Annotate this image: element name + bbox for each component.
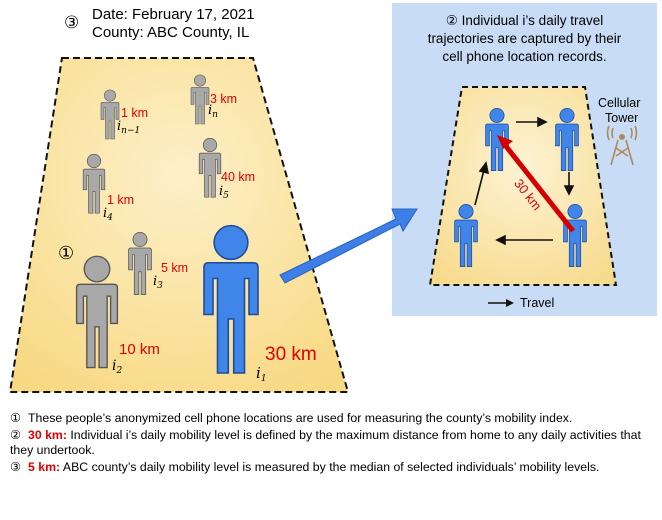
- header-marker: ③: [64, 13, 80, 33]
- subscript-i-4: i4: [103, 206, 113, 223]
- note-1: ① These people’s anonymized cell phone lo…: [10, 411, 655, 427]
- county-label: County: ABC County, IL: [92, 24, 250, 41]
- subscript-i-2: i2: [112, 358, 123, 376]
- note-3-marker: ③: [10, 459, 22, 474]
- note-2: ② 30 km: Individual i’s daily mobility le…: [10, 428, 655, 459]
- travel-legend-label: Travel: [520, 296, 555, 310]
- distance-label-i-n-minus-1: 1 km: [121, 106, 149, 120]
- cellular-tower-icon: [606, 125, 638, 166]
- note-1-text: These people’s anonymized cell phone loc…: [28, 411, 573, 425]
- distance-label-i-5: 40 km: [221, 170, 256, 184]
- distance-label-i-1: 30 km: [265, 344, 317, 365]
- distance-label-i-n: 3 km: [210, 92, 238, 106]
- panel-title-line-2: trajectories are captured by their: [427, 31, 622, 46]
- trajectory-arrows: [474, 116, 575, 246]
- distance-label-i-3: 5 km: [161, 261, 189, 275]
- tower-label-line-2: Tower: [605, 111, 639, 125]
- subscript-i-3: i3: [153, 274, 163, 291]
- panel-title-line-1: ② Individual i’s daily travel: [445, 13, 604, 28]
- big-arrow: [279, 208, 418, 284]
- subscript-i-1: i1: [256, 364, 267, 384]
- left-panel-marker: ①: [58, 243, 75, 264]
- note-3-text: ABC county’s daily mobility level is mea…: [62, 459, 600, 474]
- note-3-highlight: 5 km:: [28, 459, 61, 474]
- note-3: ③ 5 km: ABC county’s daily mobility level…: [10, 460, 655, 476]
- county-area: [8, 57, 350, 393]
- subscript-i-n: in: [208, 103, 218, 120]
- max-distance-arrow: [497, 135, 575, 233]
- panel-title-line-3: cell phone location records.: [442, 49, 607, 64]
- distance-label-i-4: 1 km: [107, 193, 135, 207]
- subscript-i-5: i5: [219, 184, 229, 201]
- note-2-marker: ②: [10, 427, 22, 442]
- subscript-i-n-minus-1: in−1: [117, 119, 141, 136]
- date-label: Date: February 17, 2021: [92, 6, 255, 23]
- note-2-highlight: 30 km:: [28, 427, 67, 442]
- note-2-text: Individual i’s daily mobility level is d…: [10, 427, 641, 458]
- distance-label-i-2: 10 km: [119, 341, 160, 358]
- tower-label-line-1: Cellular: [598, 96, 641, 110]
- travel-legend-arrow: [488, 299, 514, 307]
- notes: ① These people’s anonymized cell phone lo…: [10, 411, 655, 476]
- note-1-marker: ①: [10, 411, 22, 425]
